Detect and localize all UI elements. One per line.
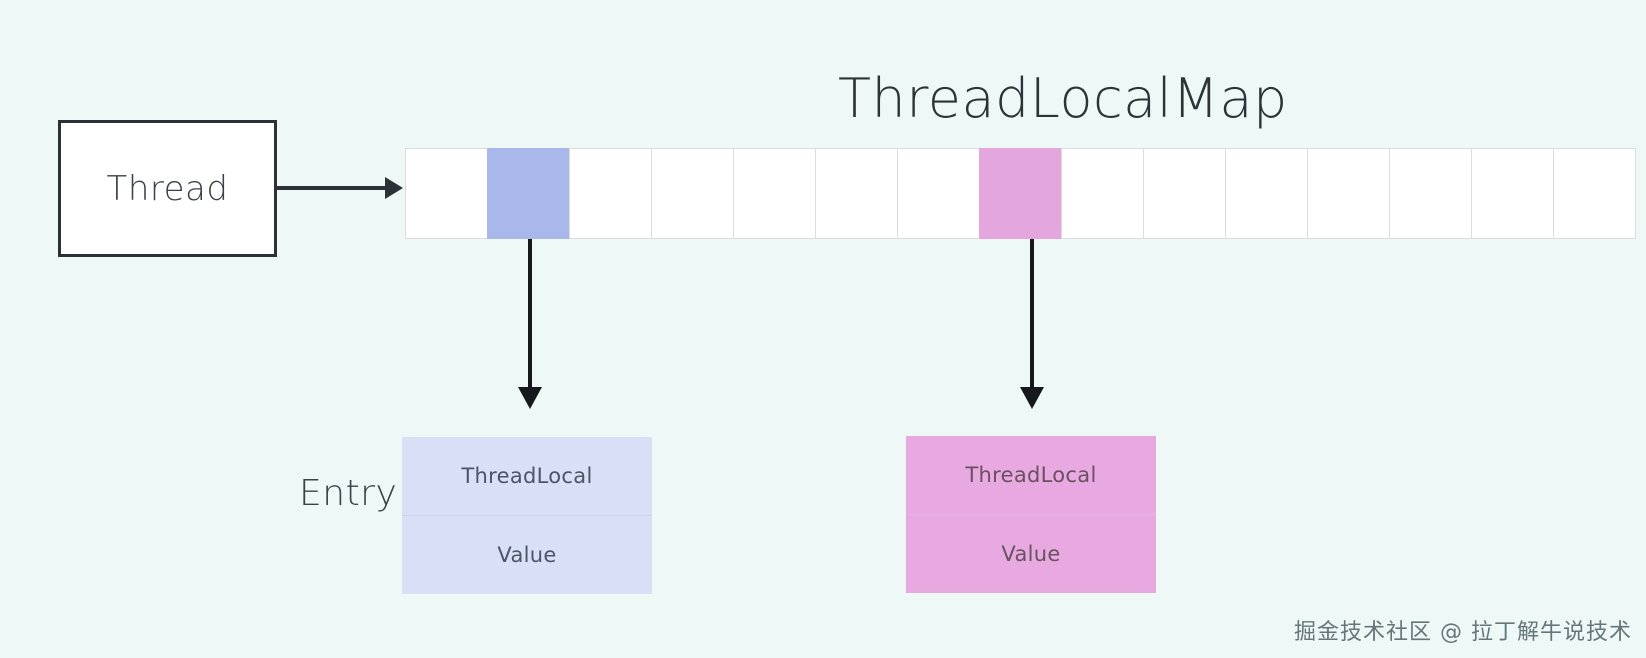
entry-pink-key-label: ThreadLocal bbox=[906, 436, 1156, 515]
slot1-to-entry-arrow-head bbox=[518, 387, 542, 409]
thread-to-table-arrow-line bbox=[277, 186, 387, 190]
table-slot-10 bbox=[1225, 148, 1308, 239]
table-slot-13 bbox=[1471, 148, 1554, 239]
table-slot-4 bbox=[733, 148, 816, 239]
table-slot-6 bbox=[897, 148, 980, 239]
table-slot-9 bbox=[1143, 148, 1226, 239]
entry-box-pink: ThreadLocal Value bbox=[906, 436, 1156, 593]
hash-table bbox=[405, 148, 1636, 239]
thread-to-table-arrow-head bbox=[385, 177, 403, 199]
table-slot-2 bbox=[569, 148, 652, 239]
watermark-text: 掘金技术社区 @ 拉丁解牛说技术 bbox=[1294, 620, 1632, 645]
slot7-to-entry-arrow-head bbox=[1020, 387, 1044, 409]
entry-blue-key-label: ThreadLocal bbox=[402, 437, 652, 516]
table-slot-3 bbox=[651, 148, 734, 239]
entry-label: Entry bbox=[299, 473, 398, 514]
table-slot-7 bbox=[979, 148, 1062, 239]
entry-blue-value-label: Value bbox=[497, 543, 557, 567]
thread-box: Thread bbox=[58, 120, 277, 257]
table-slot-1 bbox=[487, 148, 570, 239]
slot7-to-entry-arrow-line bbox=[1030, 239, 1034, 389]
table-slot-11 bbox=[1307, 148, 1390, 239]
table-slot-0 bbox=[405, 148, 488, 239]
thread-box-label: Thread bbox=[106, 168, 229, 209]
entry-box-blue: ThreadLocal Value bbox=[402, 437, 652, 594]
page-title: ThreadLocalMap bbox=[838, 67, 1288, 130]
slot1-to-entry-arrow-line bbox=[528, 239, 532, 389]
table-slot-5 bbox=[815, 148, 898, 239]
table-slot-8 bbox=[1061, 148, 1144, 239]
entry-pink-value-label: Value bbox=[1001, 542, 1061, 566]
table-slot-12 bbox=[1389, 148, 1472, 239]
table-slot-14 bbox=[1553, 148, 1636, 239]
